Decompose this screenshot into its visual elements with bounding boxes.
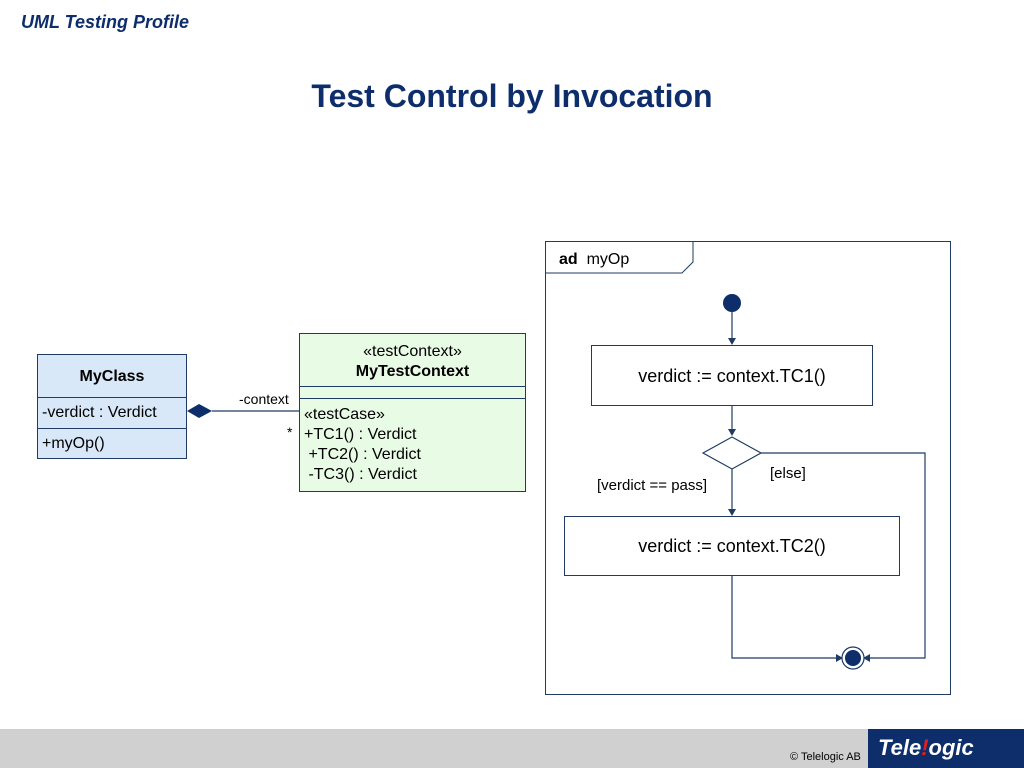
action-invoke-tc1[interactable]: verdict := context.TC1() [591, 345, 873, 406]
operation-tc1: +TC1() : Verdict [304, 426, 417, 443]
guard-pass: [verdict == pass] [597, 477, 708, 494]
association-multiplicity: * [287, 424, 293, 440]
logo-background [868, 729, 1024, 768]
arrowhead-tc2 [728, 509, 736, 516]
footer-bar [0, 729, 1024, 768]
decision-node [701, 436, 763, 470]
arrowhead-tc1 [728, 338, 736, 345]
activity-diagram-frame [545, 241, 951, 695]
frame-name: myOp [586, 251, 630, 268]
test-context-attributes [300, 386, 525, 398]
operations-stereotype: «testCase» [304, 406, 385, 423]
test-context-name: MyTestContext [355, 363, 470, 380]
telelogic-logo: Tele!ogic [878, 735, 974, 761]
action-invoke-tc2[interactable]: verdict := context.TC2() [564, 516, 900, 576]
flow-else-to-final [761, 452, 926, 659]
final-node-dot [845, 650, 861, 666]
myclass-attribute: -verdict : Verdict [38, 397, 186, 428]
myclass-operation: +myOp() [38, 428, 186, 459]
myclass-name: MyClass [79, 368, 145, 385]
flow-tc2-to-final [731, 576, 836, 659]
frame-kind: ad [559, 251, 578, 268]
header-title: UML Testing Profile [21, 12, 190, 32]
guard-else: [else] [770, 465, 806, 482]
operation-tc3: -TC3() : Verdict [304, 466, 417, 483]
arrowhead-final-right [863, 654, 870, 662]
frame-tab [545, 241, 694, 274]
test-context-box[interactable]: «testContext» MyTestContext «testCase» +… [299, 333, 526, 492]
association-role: -context [239, 391, 289, 407]
arrowhead-final-left [836, 654, 843, 662]
operation-tc2: +TC2() : Verdict [304, 446, 421, 463]
test-context-stereotype: «testContext» [363, 343, 462, 360]
logo-mark: ! [921, 735, 929, 760]
logo-prefix: Tele [878, 735, 922, 760]
myclass-box[interactable]: MyClass -verdict : Verdict +myOp() [37, 354, 187, 459]
arrowhead-decision [728, 429, 736, 436]
copyright-text: © Telelogic AB [790, 751, 861, 763]
test-context-operations: «testCase» +TC1() : Verdict +TC2() : Ver… [300, 398, 525, 485]
logo-suffix: ogic [928, 735, 974, 760]
composition-diamond [187, 404, 212, 418]
frame-label: ad myOp [559, 251, 629, 269]
initial-node [723, 294, 741, 312]
slide-title: Test Control by Invocation [311, 78, 713, 114]
